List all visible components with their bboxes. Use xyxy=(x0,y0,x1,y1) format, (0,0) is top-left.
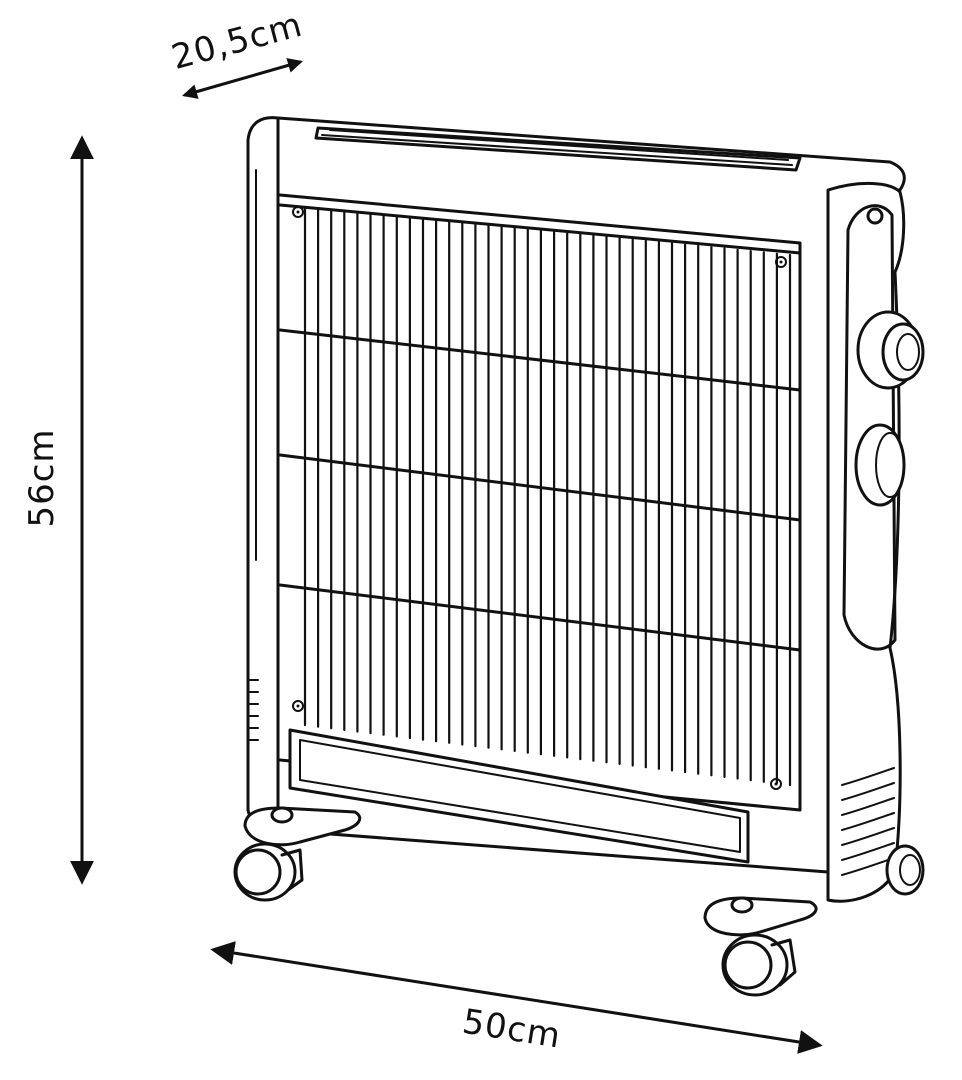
right-caster xyxy=(721,933,797,997)
control-knob-bottom xyxy=(854,423,906,507)
bottom-strip xyxy=(288,728,750,864)
control-knob-top xyxy=(856,310,925,390)
screws xyxy=(292,206,787,790)
height-dimension: 56cm xyxy=(22,135,94,885)
left-caster xyxy=(233,842,304,902)
height-label: 56cm xyxy=(22,428,62,527)
left-foot xyxy=(233,806,362,902)
depth-dimension: 20,5cm xyxy=(167,5,307,99)
right-foot xyxy=(703,896,818,997)
top-grille xyxy=(314,126,802,172)
width-arrow xyxy=(210,941,823,1054)
back-right-caster xyxy=(885,844,925,896)
depth-arrow xyxy=(182,58,303,99)
left-vents xyxy=(249,679,259,741)
front-grille xyxy=(278,203,802,787)
width-label: 50cm xyxy=(460,1002,564,1057)
